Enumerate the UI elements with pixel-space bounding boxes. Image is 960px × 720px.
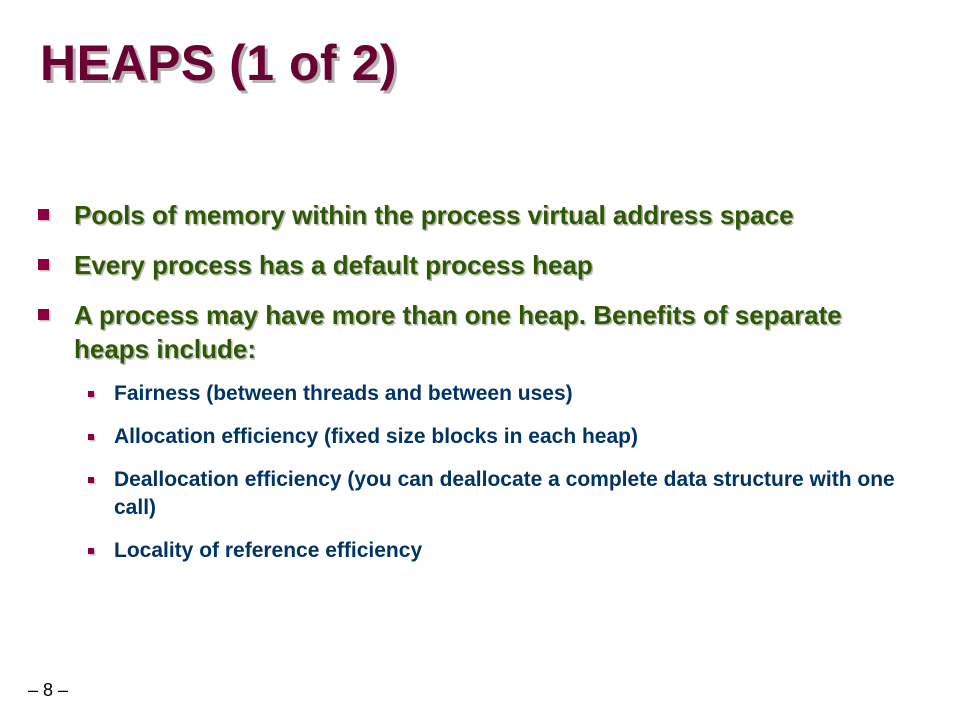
sub-bullet-text: Fairness (between threads and between us…	[114, 382, 573, 405]
sub-bullet-item: Deallocation efficiency (you can dealloc…	[74, 466, 914, 522]
square-bullet-icon	[38, 309, 49, 320]
sub-bullet-text: Locality of reference efficiency	[114, 539, 423, 562]
sub-bullet-text: Deallocation efficiency (you can dealloc…	[114, 468, 895, 519]
sub-bullet-item: Allocation efficiency (fixed size blocks…	[74, 423, 914, 451]
slide-title: HEAPS (1 of 2)	[40, 35, 398, 91]
bullet-list: Pools of memory within the process virtu…	[34, 198, 914, 581]
bullet-item: A process may have more than one heap. B…	[34, 298, 914, 565]
square-bullet-icon	[38, 259, 49, 270]
bullet-item: Pools of memory within the process virtu…	[34, 198, 914, 232]
sub-bullet-text: Allocation efficiency (fixed size blocks…	[114, 425, 638, 448]
square-bullet-icon	[38, 209, 49, 220]
bullet-item: Every process has a default process heap	[34, 248, 914, 282]
sub-bullet-list: Fairness (between threads and between us…	[74, 380, 914, 565]
bullet-text: A process may have more than one heap. B…	[74, 300, 842, 364]
square-bullet-icon	[88, 434, 94, 440]
bullet-text: Every process has a default process heap	[74, 250, 593, 280]
page-number: – 8 –	[28, 680, 69, 700]
sub-bullet-item: Fairness (between threads and between us…	[74, 380, 914, 408]
bullet-text: Pools of memory within the process virtu…	[74, 200, 794, 230]
sub-bullet-item: Locality of reference efficiency	[74, 537, 914, 565]
square-bullet-icon	[88, 391, 94, 397]
square-bullet-icon	[88, 548, 94, 554]
square-bullet-icon	[88, 477, 94, 483]
